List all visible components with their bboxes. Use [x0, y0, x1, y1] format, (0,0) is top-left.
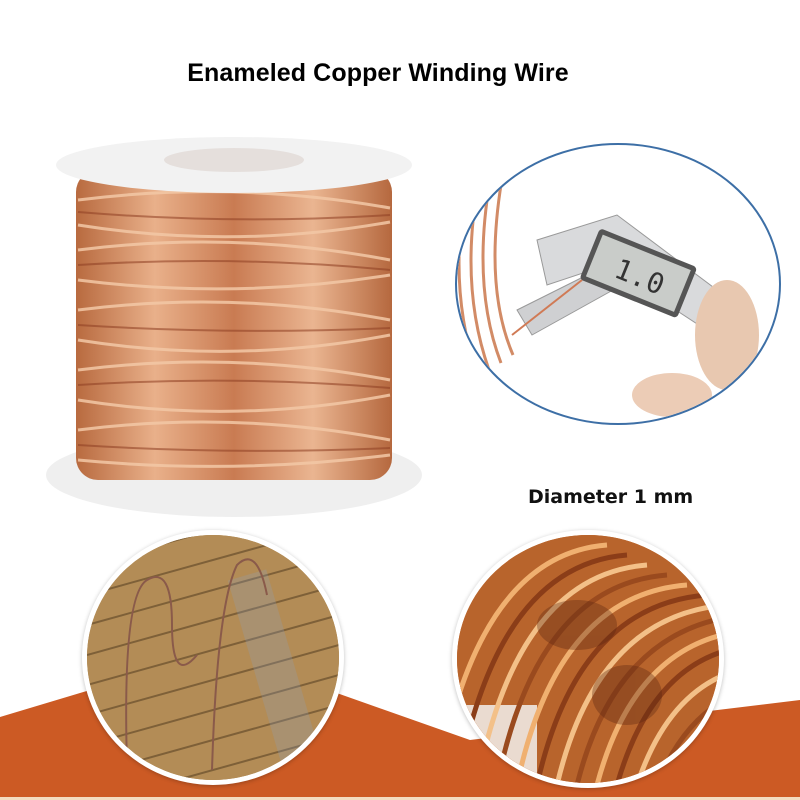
copper-wire-spool-image: [44, 130, 424, 530]
coil-closeup-image: [452, 530, 724, 788]
wire-on-wood-image: [82, 530, 344, 785]
bottom-stripe: [0, 797, 800, 800]
caliper-measurement-image: 1.0: [455, 143, 781, 425]
diameter-label: Diameter 1 mm: [528, 486, 694, 508]
page-title: Enameled Copper Winding Wire: [187, 58, 569, 87]
